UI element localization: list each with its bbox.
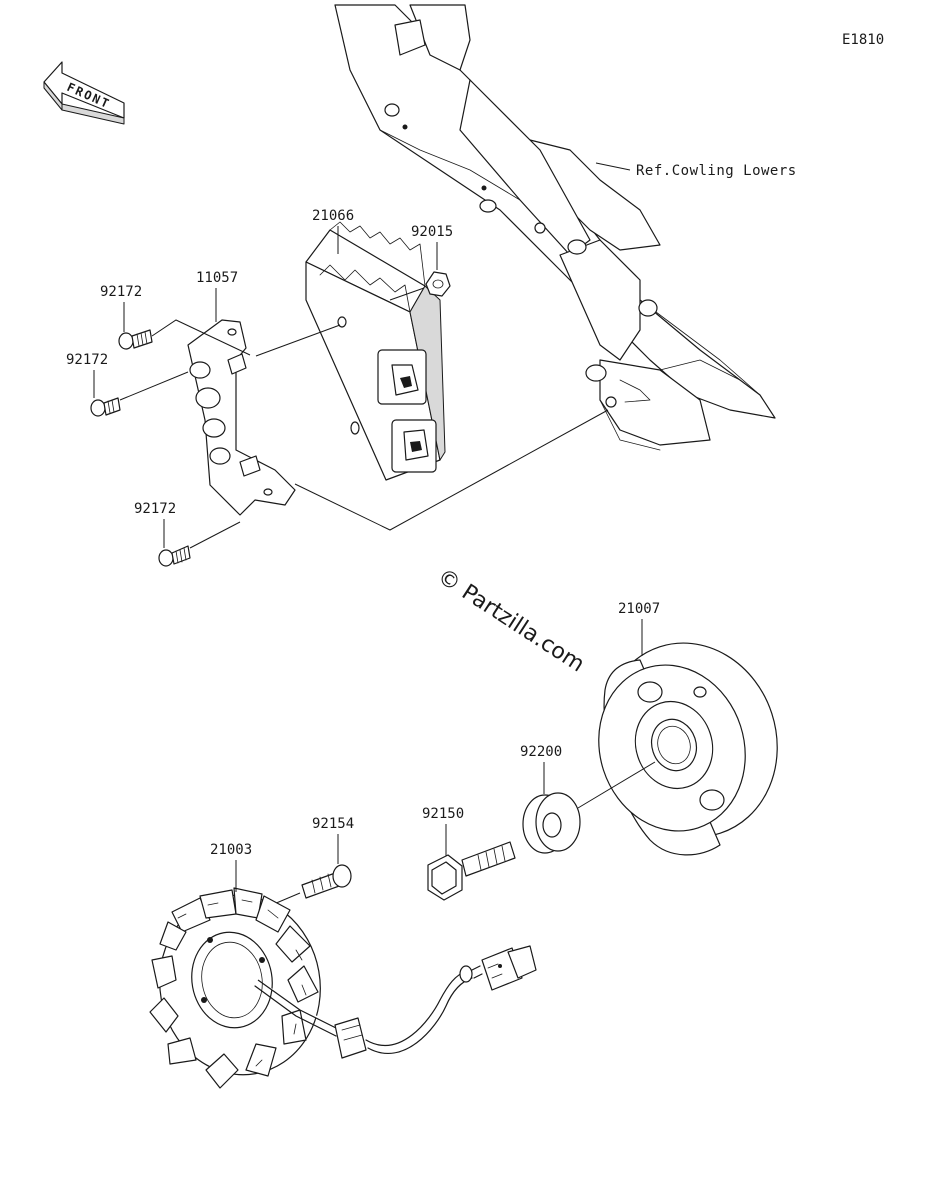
assembly-line-2 xyxy=(119,371,189,401)
stator-21003-illustration xyxy=(149,887,321,1089)
svg-text:92150: 92150 xyxy=(422,806,464,822)
svg-text:92154: 92154 xyxy=(312,816,354,832)
part-label-21066: 21066 xyxy=(312,208,354,254)
assembly-line-1 xyxy=(151,319,251,356)
part-label-92172-b: 92172 xyxy=(66,352,108,398)
svg-text:92015: 92015 xyxy=(411,224,453,240)
bolt-92150-illustration xyxy=(427,841,516,901)
screw-92172-b-illustration xyxy=(90,397,121,417)
diagram-code: E1810 xyxy=(842,32,884,48)
part-label-21003: 21003 xyxy=(210,842,252,892)
svg-text:21007: 21007 xyxy=(618,601,660,617)
part-label-21007: 21007 xyxy=(618,601,660,656)
rotor-21007-illustration xyxy=(598,642,778,856)
svg-text:92172: 92172 xyxy=(100,284,142,300)
regulator-21066-illustration xyxy=(305,221,446,481)
part-label-92150: 92150 xyxy=(422,806,464,856)
assembly-line-4 xyxy=(255,324,341,357)
frame-cowling-illustration xyxy=(334,4,776,451)
reference-note: Ref.Cowling Lowers xyxy=(636,163,797,179)
assembly-line-3 xyxy=(189,521,241,549)
stator-wiring-harness xyxy=(254,945,537,1059)
ref-leader-line xyxy=(595,162,631,171)
assembly-line-6 xyxy=(294,409,609,531)
front-arrow-icon: FRONT xyxy=(43,61,125,125)
part-label-92200: 92200 xyxy=(520,744,562,794)
screw-92172-a-illustration xyxy=(118,329,153,350)
part-label-92154: 92154 xyxy=(312,816,354,864)
svg-text:92200: 92200 xyxy=(520,744,562,760)
bolt-92154-illustration xyxy=(301,864,352,899)
part-label-92015: 92015 xyxy=(411,224,453,270)
svg-text:21066: 21066 xyxy=(312,208,354,224)
part-label-92172-a: 92172 xyxy=(100,284,142,332)
svg-text:92172: 92172 xyxy=(66,352,108,368)
watermark-text: © Partzilla.com xyxy=(433,564,589,677)
part-label-92172-c: 92172 xyxy=(134,501,176,548)
part-label-11057: 11057 xyxy=(196,270,238,322)
svg-text:11057: 11057 xyxy=(196,270,238,286)
assembly-line-5 xyxy=(389,287,425,301)
nut-92015-illustration xyxy=(425,271,451,297)
svg-text:92172: 92172 xyxy=(134,501,176,517)
screw-92172-c-illustration xyxy=(158,545,191,567)
washer-92200-illustration xyxy=(522,792,581,854)
assembly-line-7 xyxy=(577,761,656,809)
bracket-11057-illustration xyxy=(187,319,296,516)
svg-text:21003: 21003 xyxy=(210,842,252,858)
